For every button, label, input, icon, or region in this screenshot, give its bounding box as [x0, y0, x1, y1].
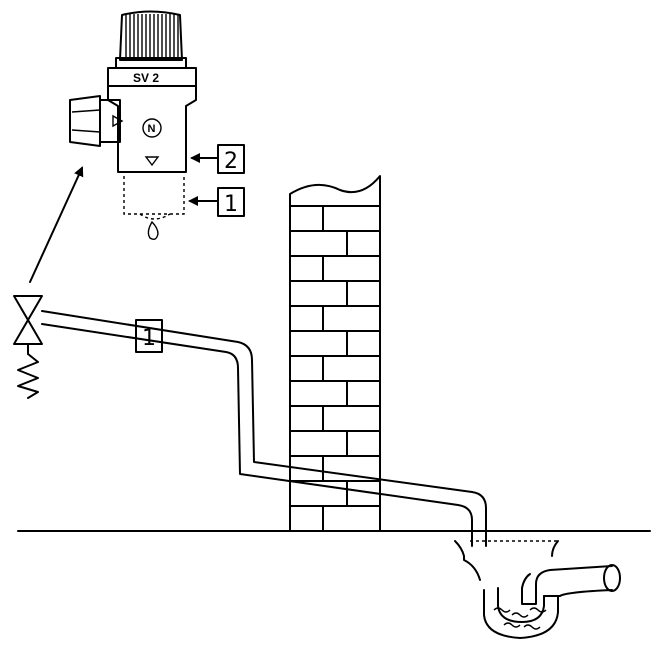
brick-wall — [289, 175, 381, 532]
svg-text:1: 1 — [142, 326, 156, 351]
callout-1-drain-pipe: 1 — [135, 319, 163, 353]
valve-logo-letter: N — [148, 123, 156, 135]
valve-logo-badge — [142, 118, 162, 138]
svg-text:1: 1 — [224, 192, 238, 217]
detail-pointer-arrow — [29, 166, 84, 283]
valve-knurled-cap — [115, 10, 187, 69]
safety-valve: SV 2 N — [69, 10, 197, 241]
valve-model-label: SV 2 — [133, 71, 159, 85]
callout-2-valve-body: 2 — [190, 144, 245, 174]
drain-funnel-dashed — [123, 176, 185, 241]
relief-valve-symbol — [13, 295, 43, 399]
brick-courses — [289, 205, 381, 532]
drain-pipe — [41, 310, 487, 547]
knurl-lines — [125, 14, 179, 58]
siphon-trap — [454, 540, 621, 639]
flow-direction-triangle — [144, 156, 160, 167]
svg-text:2: 2 — [224, 149, 238, 174]
valve-inlet-nut — [69, 95, 124, 147]
inlet-arrow-icon — [112, 114, 124, 128]
callout-1-drain-funnel: 1 — [188, 187, 245, 217]
trap-water — [493, 607, 547, 630]
water-drop-icon — [147, 220, 159, 241]
valve-body: SV 2 N — [107, 67, 197, 173]
